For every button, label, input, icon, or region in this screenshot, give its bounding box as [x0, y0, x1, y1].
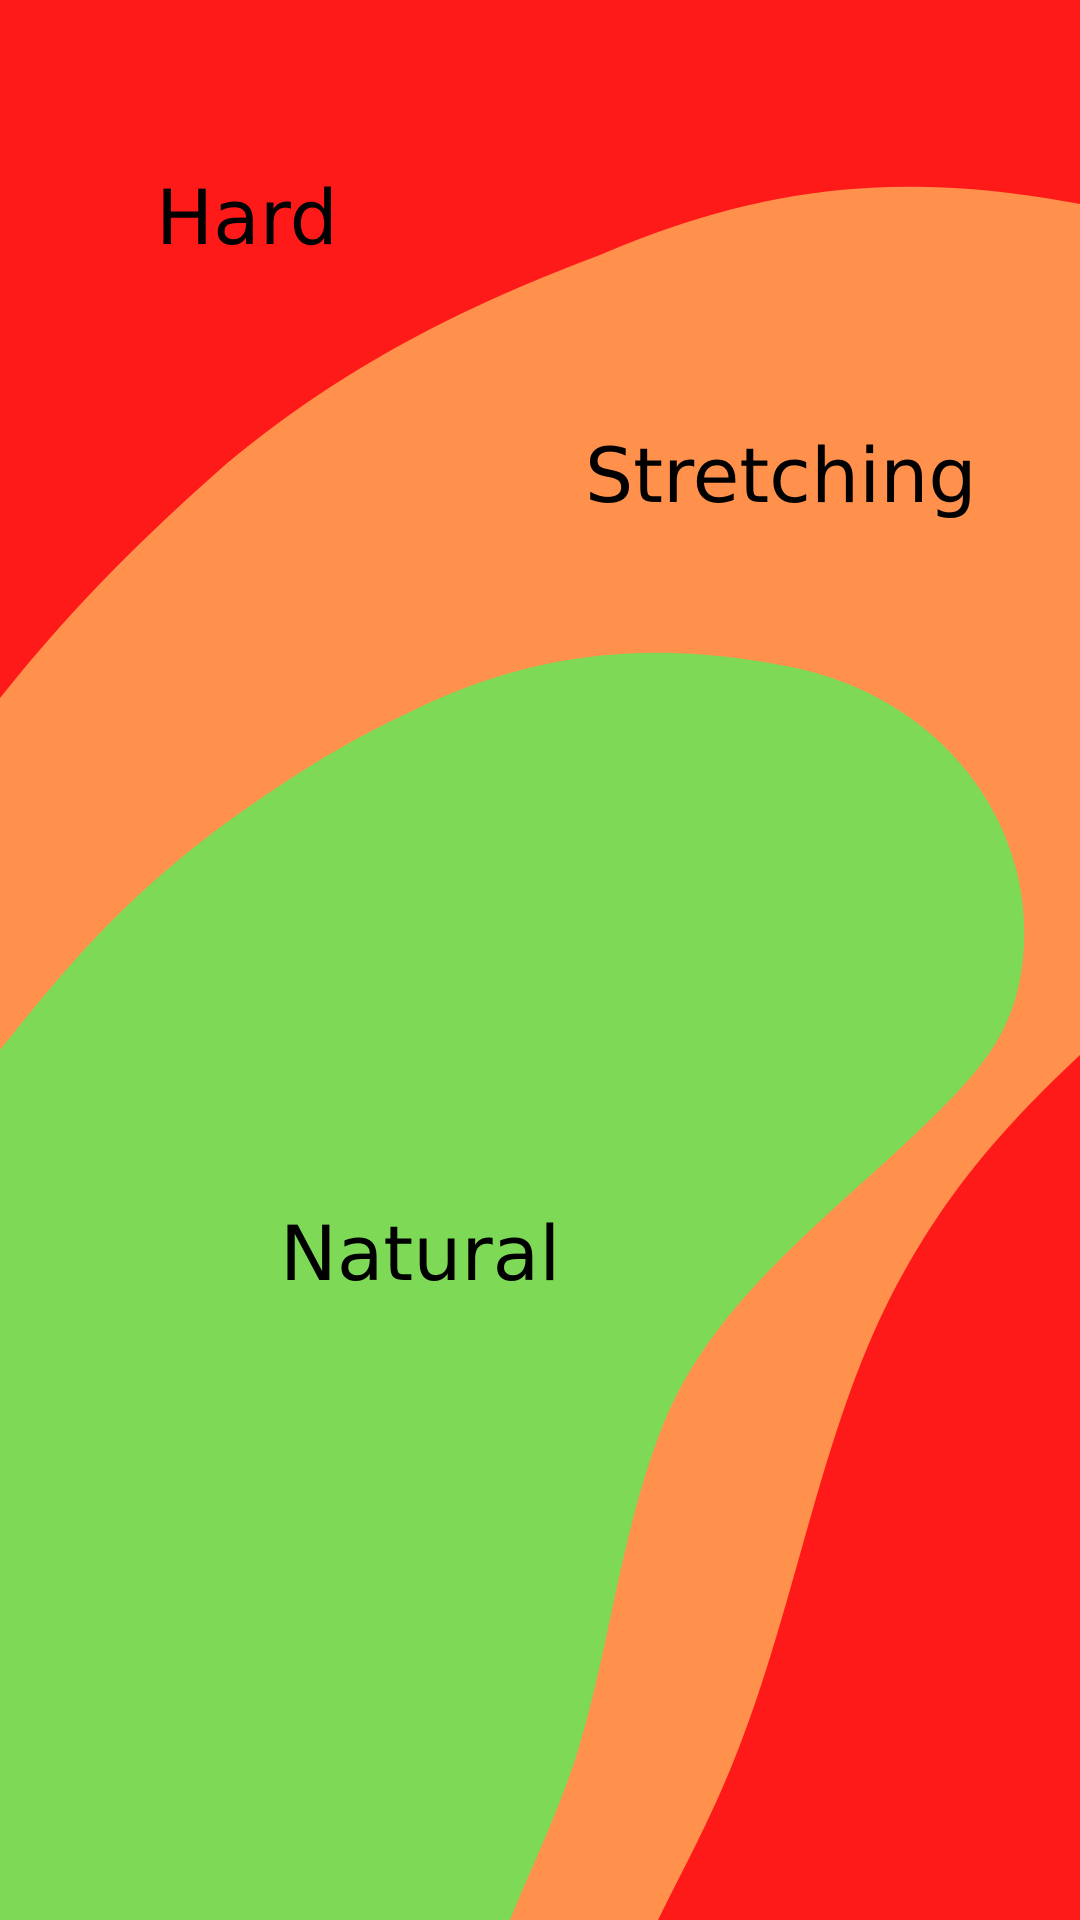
hard-zone-label: Hard: [156, 173, 338, 262]
stretching-zone-label: Stretching: [585, 431, 977, 520]
natural-zone-shape: [0, 652, 1025, 1920]
natural-zone-label: Natural: [280, 1209, 561, 1298]
